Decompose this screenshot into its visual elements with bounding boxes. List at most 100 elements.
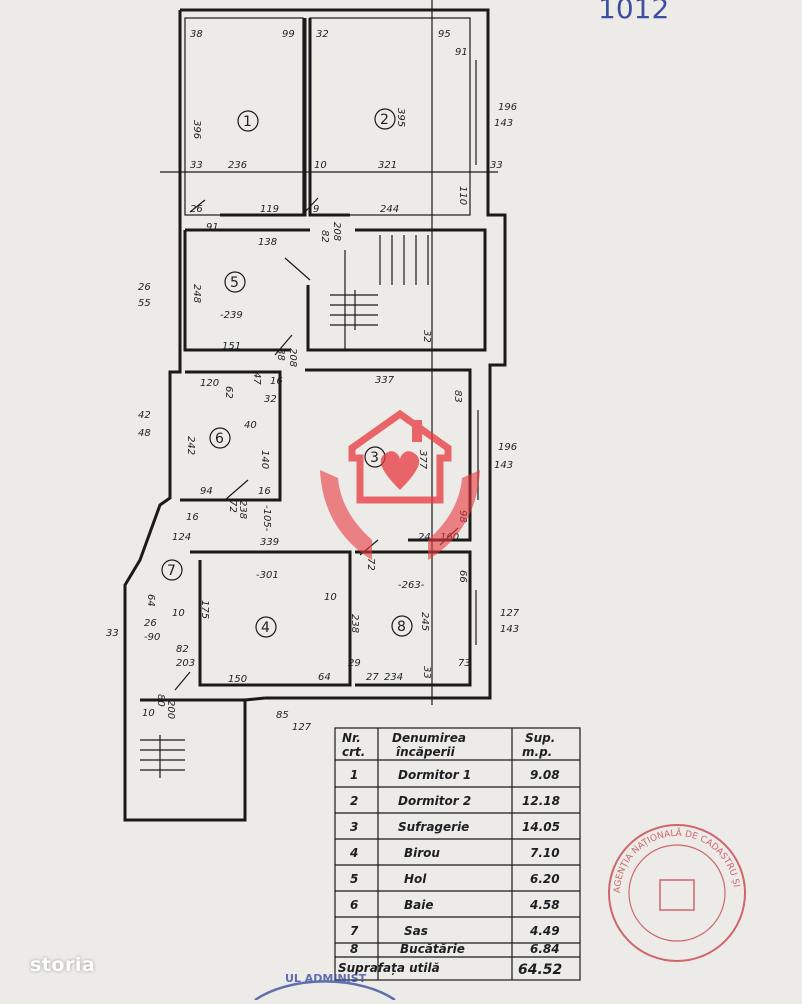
dimension-label: 32 — [316, 29, 329, 40]
dimension-label: 72 — [365, 558, 376, 571]
table-row-area: 6.84 — [530, 942, 560, 956]
dimension-label: 395 — [395, 108, 406, 127]
cadastre-stamp: AGENȚIA NAȚIONALĂ DE CADASTRU ȘI PUBLICI… — [0, 0, 746, 962]
dimension-label: 110 — [457, 186, 468, 205]
watermark-logo — [320, 409, 480, 560]
dimension-label: 127 — [500, 608, 520, 619]
table-row-area: 12.18 — [522, 794, 560, 808]
room-number-6: 6 — [215, 431, 224, 447]
stamp-lettering: AGENȚIA NAȚIONALĂ DE CADASTRU ȘI PUBLICI… — [0, 0, 741, 893]
dimension-label: 64 — [145, 594, 156, 607]
dimension-label: 99 — [282, 29, 295, 40]
table-row-area: 4.58 — [529, 898, 560, 912]
dimension-label: 47 — [251, 372, 262, 385]
dimension-label: 238 — [237, 500, 248, 519]
room-number-8: 8 — [397, 619, 406, 635]
dimension-label: 10 — [142, 708, 155, 719]
room-number-2: 2 — [380, 112, 389, 128]
dimension-label: -263- — [398, 580, 425, 591]
dimension-label: 244 — [380, 204, 399, 215]
dimension-label: 10 — [324, 592, 337, 603]
dimension-label: 66 — [457, 570, 468, 583]
dimension-label: 33 — [106, 628, 119, 639]
dimension-label: 143 — [494, 118, 513, 129]
table-row-name: Hol — [404, 872, 427, 886]
dimension-label: 245 — [419, 612, 430, 631]
dimension-label: 40 — [244, 420, 257, 431]
dimension-label: 150 — [228, 674, 247, 685]
table-row-name: Birou — [404, 846, 440, 860]
area-table: Nr. crt. Denumirea încăperii Sup. m.p. 1… — [334, 727, 581, 981]
table-row-name: Baie — [404, 898, 434, 912]
dimension-label: 83 — [452, 390, 463, 403]
dimension-label: 91 — [206, 222, 219, 233]
dimension-label: 208 — [331, 222, 342, 241]
dimension-label: 16 — [186, 512, 199, 523]
dimension-label: 33 — [190, 160, 203, 171]
storia-logo: storia — [30, 954, 96, 976]
table-row-name: Bucătărie — [400, 942, 465, 956]
dimension-label: 203 — [176, 658, 195, 669]
table-row-nr: 6 — [350, 898, 358, 912]
dimension-label: 73 — [458, 658, 471, 669]
dimension-label: 242 — [185, 436, 196, 455]
dimension-labels: 38 99 32 95 91 396 395 196 143 33 236 10… — [106, 29, 520, 733]
table-row-nr: 3 — [350, 820, 358, 834]
dimension-label: 33 — [490, 160, 503, 171]
dimension-label: 339 — [260, 537, 279, 548]
dimension-label: 151 — [222, 341, 241, 352]
table-row-name: Sufragerie — [398, 820, 469, 834]
bottom-stamp-lettering: UL ADMINIST — [285, 972, 367, 985]
dimension-label: 396 — [191, 120, 202, 139]
table-header-area-1: Sup. — [525, 731, 555, 745]
dimension-label: 120 — [200, 378, 219, 389]
table-row-area: 7.10 — [530, 846, 560, 860]
table-row-nr: 8 — [350, 942, 358, 956]
room-number-7: 7 — [167, 563, 176, 579]
dimension-label: 119 — [260, 204, 279, 215]
dimension-label: 238 — [349, 614, 360, 633]
dimension-label: 248 — [191, 284, 202, 303]
dimension-label: -301 — [256, 570, 279, 581]
table-row-nr: 5 — [350, 872, 358, 886]
staircase — [140, 235, 429, 778]
table-row-nr: 4 — [349, 846, 358, 860]
table-row-name: Dormitor 2 — [398, 794, 471, 808]
dimension-label: 24 — [418, 532, 431, 543]
table-row-area: 6.20 — [530, 872, 560, 886]
dimension-label: 236 — [228, 160, 247, 171]
room-number-4: 4 — [261, 620, 270, 636]
table-header-crt: crt. — [342, 745, 365, 759]
dimension-label: 95 — [438, 29, 451, 40]
exterior-walls — [123, 0, 507, 822]
dimension-label: 26 — [144, 618, 157, 629]
dimension-label: 143 — [500, 624, 519, 635]
dimension-label: 377 — [417, 450, 428, 470]
dimension-label: 29 — [348, 658, 361, 669]
dimension-label: 124 — [172, 532, 191, 543]
dimension-label: 140 — [259, 450, 270, 469]
dimension-label: 321 — [378, 160, 397, 171]
bottom-stamp: UL ADMINIST — [254, 972, 396, 1002]
dimension-label: 80 — [155, 694, 166, 707]
dimension-label: 85 — [276, 710, 289, 721]
table-row-name: Sas — [404, 924, 428, 938]
table-row-area: 4.49 — [529, 924, 560, 938]
dimension-label: 32 — [421, 330, 432, 343]
dimension-label: 82 — [319, 230, 330, 243]
dimension-label: 72 — [227, 500, 238, 513]
dimension-label: 337 — [375, 375, 395, 386]
dimension-label: 94 — [200, 486, 213, 497]
dimension-label: 42 — [138, 410, 151, 421]
dimension-label: 32 — [264, 394, 277, 405]
dimension-label: 9 — [313, 204, 319, 215]
dimension-label: 175 — [199, 600, 210, 619]
table-total-label: Suprafața utilă — [338, 961, 440, 975]
table-row-nr: 1 — [350, 768, 358, 782]
dimension-label: 200 — [165, 700, 176, 719]
dimension-label: 91 — [455, 47, 468, 58]
table-row-name: Dormitor 1 — [398, 768, 471, 782]
dimension-label: 64 — [318, 672, 331, 683]
